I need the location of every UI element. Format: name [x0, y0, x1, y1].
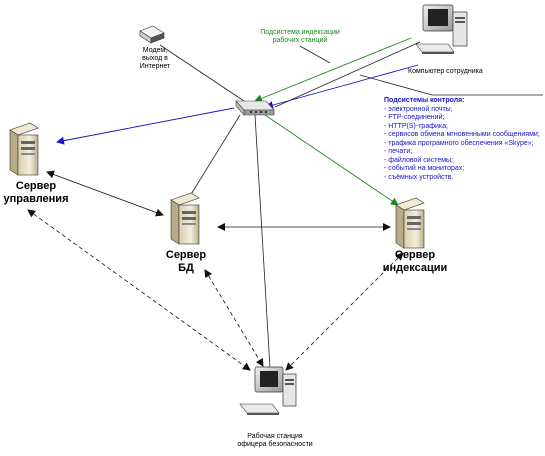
- db-server-icon: [170, 192, 200, 245]
- control-subsystem-item: - HTTP(S)-трафика;: [384, 122, 448, 130]
- control-subsystem-item: - трафика програмного обеспечения «Skype…: [384, 139, 534, 147]
- index-server-label-line: Сервер: [394, 249, 436, 261]
- control-subsystem-item: - сервисов обмена мгновенными сообщениям…: [384, 131, 540, 139]
- control-subsystem-item: - электронной почты;: [384, 105, 453, 113]
- modem-label-line: выход в: [142, 55, 168, 63]
- index-server-label: Сервер индексации: [380, 249, 450, 274]
- mgmt-server-label: Сервер управления: [2, 180, 70, 205]
- flow-employee-to-hub: [254, 37, 412, 103]
- security-workstation-label-line: Рабочая станция: [247, 433, 303, 440]
- link-modem-hub: [159, 44, 248, 104]
- db-server-label-line: БД: [178, 261, 194, 274]
- db-server-label: Сервер БД: [160, 249, 212, 274]
- db-server-label-line: Сервер: [165, 249, 207, 261]
- modem-icon: [139, 25, 165, 44]
- control-subsystem-item: - файловой системы;: [384, 156, 454, 164]
- index-server-icon: [395, 197, 425, 249]
- link-mgmt-db: [46, 170, 164, 217]
- control-subsystems-panel: Подсистемы контроля: - электронной почты…: [384, 97, 540, 182]
- management-server-icon: [9, 122, 39, 176]
- link-hub-workstation: [254, 114, 271, 369]
- indexing-subsystem-line: Подсистема индексации: [260, 29, 340, 36]
- mgmt-server-label-line: управления: [3, 192, 69, 205]
- modem-label: Модем, выход в Интернет: [133, 47, 177, 71]
- dash-mgmt-ws: [27, 209, 251, 371]
- security-workstation-icon: [239, 366, 297, 415]
- security-workstation-label: Рабочая станция офицера безопасности: [225, 433, 325, 449]
- index-server-label-line: индексации: [382, 261, 448, 274]
- control-subsystem-item: - FTP-соединений;: [384, 114, 445, 122]
- flow-hub-to-mgmt: [56, 107, 235, 145]
- control-subsystem-item: - печати;: [384, 148, 413, 156]
- employee-computer-icon: [415, 4, 468, 54]
- indexing-subsystem-line: рабочих станций: [272, 37, 328, 45]
- employee-computer-label: Компьютер сотрудника: [408, 68, 483, 75]
- modem-label-line: Интернет: [139, 63, 171, 71]
- control-subsystems-list: - электронной почты;- FTP-соединений;- H…: [384, 106, 540, 183]
- security-workstation-label-line: офицера безопасности: [237, 441, 313, 449]
- network-switch-icon: [235, 100, 275, 116]
- modem-label-line: Модем,: [142, 47, 168, 54]
- mgmt-server-label-line: Сервер: [15, 180, 57, 192]
- link-hub-db: [189, 114, 241, 197]
- control-subsystem-item: - событий на мониторах;: [384, 165, 465, 173]
- control-subsystems-title: Подсистемы контроля:: [384, 97, 465, 104]
- indexing-subsystem-label: Подсистема индексации рабочих станций: [250, 29, 350, 45]
- flow-employee-to-hub-blue: [265, 64, 419, 109]
- callout-control-top: [359, 74, 433, 96]
- callout-indexing: [299, 45, 331, 64]
- flow-hub-to-indexserver: [264, 114, 399, 206]
- control-subsystem-item: - съёмных устройств.: [384, 173, 454, 181]
- dash-db-ws: [204, 269, 264, 367]
- link-hub-employee: [274, 41, 421, 108]
